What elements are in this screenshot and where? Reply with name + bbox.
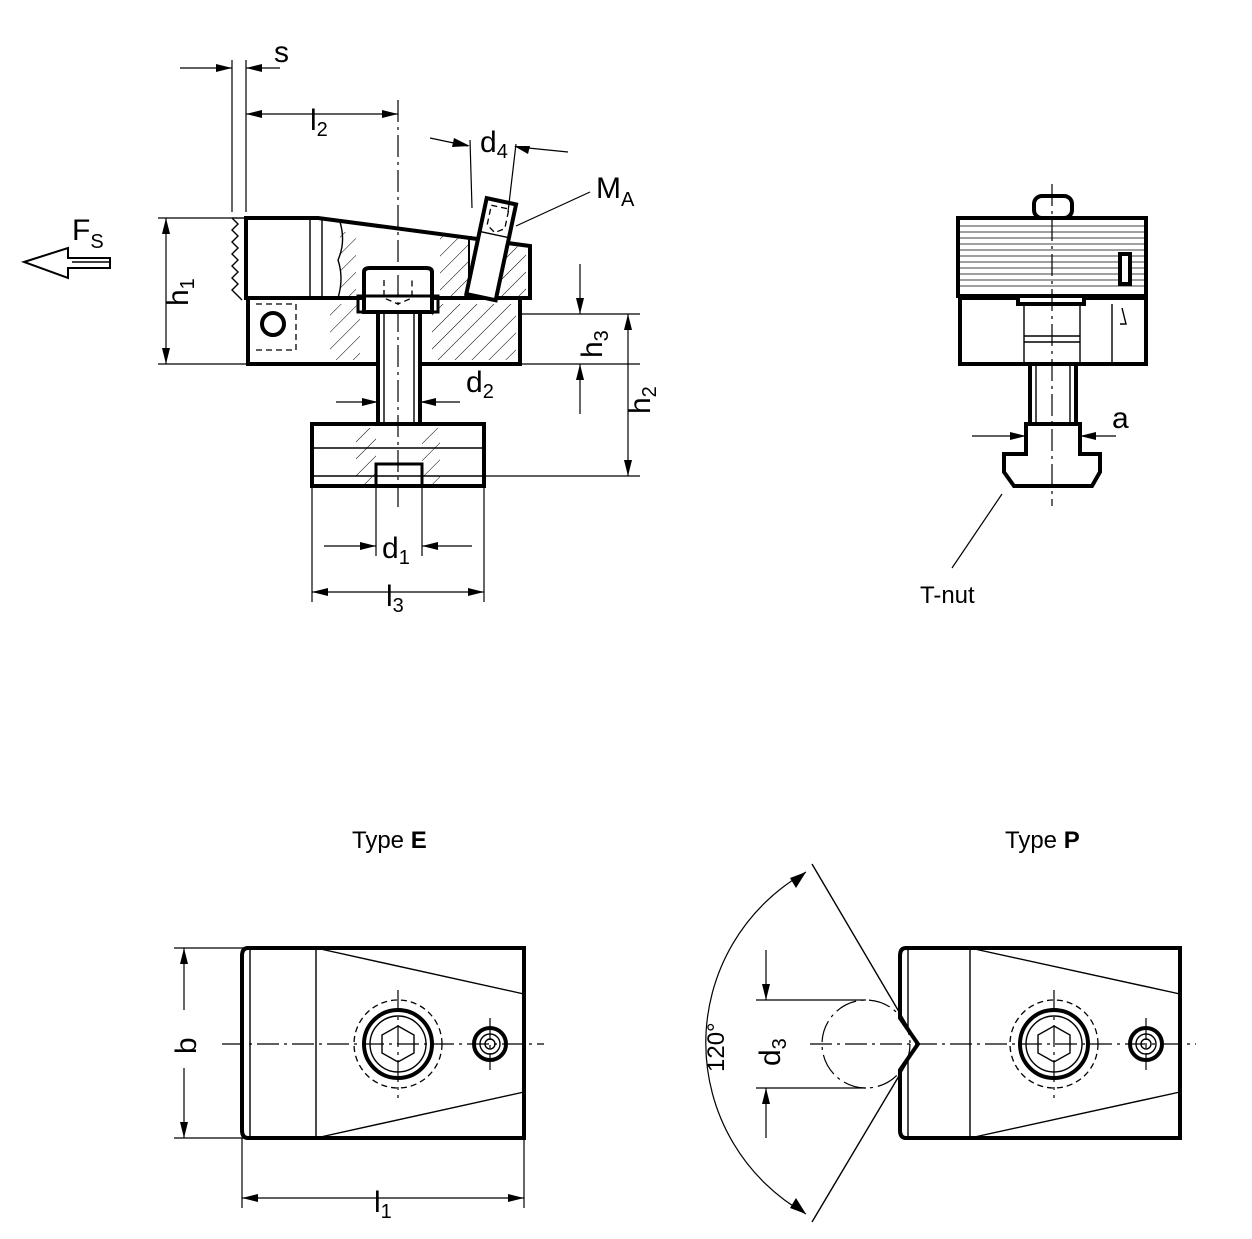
dim-angle: 120° (703, 1022, 730, 1072)
pin-circle (260, 311, 286, 337)
side-section-view: s l2 d4 MA FS h1 (20, 36, 661, 617)
force-arrow-icon (20, 246, 111, 280)
tnut-label: T-nut (920, 582, 975, 609)
torque-label-ma: MA (596, 172, 635, 211)
set-screw (463, 195, 519, 303)
dim-d1: d1 (382, 532, 410, 569)
dim-l3: l3 (386, 580, 404, 617)
dim-b: b (170, 1037, 203, 1054)
dim-h2: h2 (624, 386, 661, 414)
dim-d2: d2 (466, 366, 494, 403)
dim-a: a (1112, 402, 1129, 435)
end-view: a T-nut (920, 184, 1148, 609)
dim-h1: h1 (162, 278, 199, 306)
dim-h3: h3 (576, 330, 613, 358)
force-label-fs: FS (72, 214, 104, 253)
type-p-caption: Type P (1005, 827, 1080, 854)
dim-d3: d3 (754, 1038, 791, 1066)
dim-l1: l1 (374, 1186, 392, 1223)
dim-d4: d4 (480, 126, 508, 163)
type-e-view: Type E b l1 (170, 827, 544, 1223)
type-e-caption: Type E (352, 827, 427, 854)
dim-l2: l2 (310, 104, 328, 141)
dim-s: s (274, 36, 289, 69)
type-p-view: Type P 120° d3 (703, 827, 1196, 1223)
